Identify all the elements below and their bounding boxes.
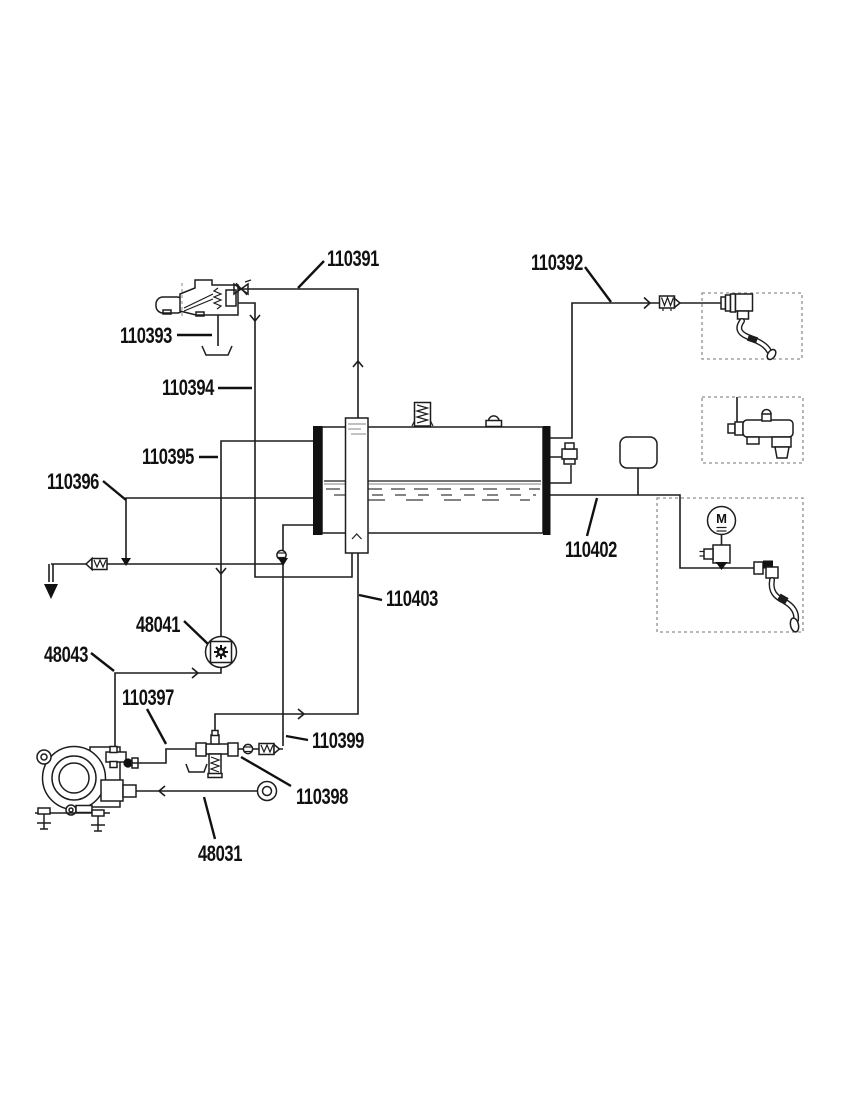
part-number: 110399 xyxy=(312,728,364,753)
solenoid-valve xyxy=(712,544,731,564)
part-number: 110391 xyxy=(327,246,379,271)
pipe-110397 xyxy=(130,748,196,764)
drip-cup-icon xyxy=(201,345,233,356)
pipe-110394 xyxy=(237,302,353,578)
part-label-48031: 48031 xyxy=(198,796,243,866)
brew-valve-icon xyxy=(233,279,252,296)
check-valve-icon xyxy=(84,556,108,572)
vibration-pump xyxy=(35,745,139,832)
hose-tip xyxy=(789,617,800,633)
safety-valve xyxy=(411,401,434,427)
junction-icon xyxy=(715,562,728,570)
part-label-110398: 110398 xyxy=(240,755,349,809)
part-label-110402: 110402 xyxy=(565,497,618,562)
part-number: 110392 xyxy=(531,250,583,275)
part-label-110393: 110393 xyxy=(120,323,212,348)
expansion-valve xyxy=(185,729,239,779)
flow-arrow-icon xyxy=(157,296,652,797)
part-number: 48041 xyxy=(136,612,180,637)
part-number: 110403 xyxy=(386,586,438,611)
level-probe xyxy=(550,442,578,484)
part-label-110392: 110392 xyxy=(531,250,612,303)
mounting-bolt-icon xyxy=(37,807,51,830)
boiler-flange-right xyxy=(543,426,551,535)
tube-mark xyxy=(351,533,362,540)
drip-cup-icon xyxy=(185,763,208,773)
check-valve-icon xyxy=(258,742,281,756)
wand-tip xyxy=(766,348,777,361)
sight-glass xyxy=(344,417,369,554)
part-number: 110393 xyxy=(120,323,172,348)
pipe-110403 xyxy=(214,553,359,737)
pipe-110392 xyxy=(549,302,723,439)
part-number: 110394 xyxy=(162,375,215,400)
part-label-110396: 110396 xyxy=(47,469,127,501)
inlet-valve-icon xyxy=(105,745,139,769)
part-number: 110396 xyxy=(47,469,99,494)
part-number: 48031 xyxy=(198,841,242,866)
drain-arrow-icon xyxy=(44,584,58,599)
steam-wand xyxy=(720,293,777,361)
part-label-110391: 110391 xyxy=(297,246,380,289)
valve-box xyxy=(701,396,804,464)
pipe-110395 xyxy=(220,440,313,637)
pipe-48043 xyxy=(114,667,222,752)
pipe-boiler-drain xyxy=(282,524,313,746)
part-label-48041: 48041 xyxy=(136,612,209,645)
part-label-110395: 110395 xyxy=(142,444,218,469)
part-number: 110395 xyxy=(142,444,194,469)
part-label-110403: 110403 xyxy=(358,586,439,611)
water-level xyxy=(324,480,541,501)
tee-fitting-icon xyxy=(276,549,287,561)
part-label-110394: 110394 xyxy=(162,375,252,400)
piping xyxy=(48,288,756,792)
outlet-coupling xyxy=(100,779,124,802)
pipe-110402 xyxy=(550,494,756,569)
flowmeter-icon xyxy=(204,635,238,669)
gicleur-icon xyxy=(256,780,278,802)
part-label-110399: 110399 xyxy=(285,728,365,753)
boiler-flange-left xyxy=(313,426,323,535)
part-label-48043: 48043 xyxy=(44,642,115,672)
motor-pump-unit: M xyxy=(699,505,800,633)
part-number: 110402 xyxy=(565,537,617,562)
dome-fitting xyxy=(485,415,503,428)
part-number: 110397 xyxy=(122,685,174,710)
vacuum-valve xyxy=(727,408,794,459)
group-head xyxy=(155,279,252,356)
part-number: 48043 xyxy=(44,642,88,667)
check-valve-icon xyxy=(658,295,682,311)
part-label-110397: 110397 xyxy=(122,685,175,745)
junction-icon xyxy=(121,558,288,566)
steam-wand-box xyxy=(701,292,803,360)
motor-symbol: M xyxy=(716,511,727,526)
pipe-110391 xyxy=(238,288,359,418)
tee-fitting-icon xyxy=(242,743,254,755)
pressure-switch xyxy=(619,436,658,469)
motor-unit-box xyxy=(656,497,804,633)
mounting-bolt-icon xyxy=(91,809,105,832)
pipe-110396 xyxy=(125,497,313,561)
part-number: 110398 xyxy=(296,784,348,809)
